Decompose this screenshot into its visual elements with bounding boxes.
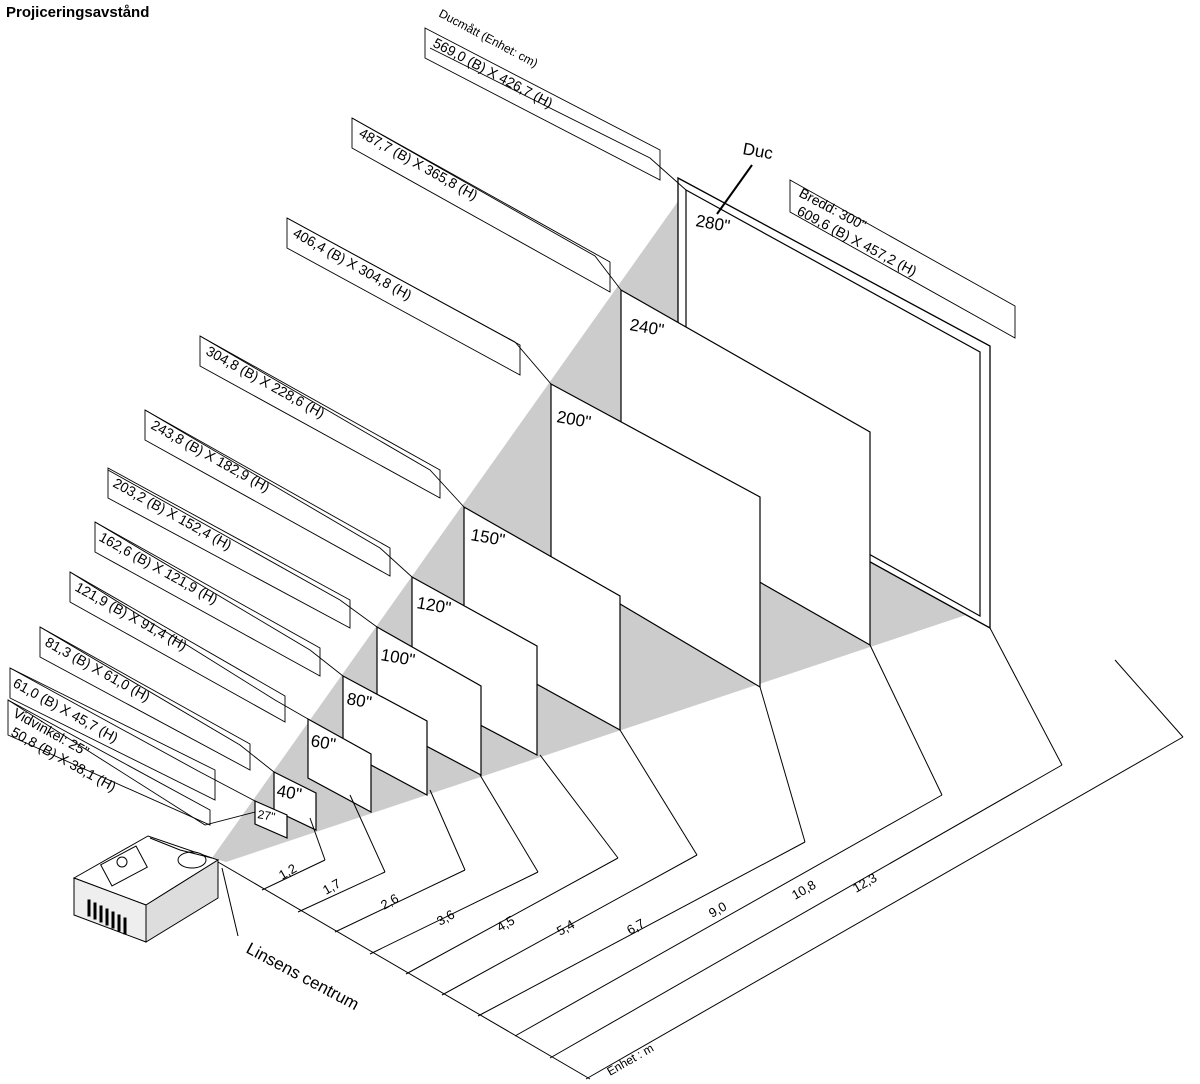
screen-40	[273, 771, 317, 831]
lens-center-pointer	[221, 867, 239, 937]
distance-3.6: 3,6	[434, 907, 457, 929]
distance-5.4: 5,4	[554, 917, 577, 939]
leader-lines	[7, 47, 687, 826]
screen-label: Duc	[741, 139, 775, 163]
size-40: 40"	[275, 781, 303, 804]
screen-100	[376, 625, 482, 776]
distance-10.8: 10,8	[789, 877, 818, 903]
dims-200: 304,8 (B) X 228,6 (H)	[204, 343, 328, 422]
dims-240: 406,4 (B) X 304,8 (H)	[291, 225, 415, 304]
dims-100: 162,6 (B) X 121,9 (H)	[97, 529, 221, 608]
projector-icon	[72, 835, 220, 943]
dims-150: 243,8 (B) X 182,9 (H)	[149, 417, 273, 496]
size-60: 60"	[309, 731, 337, 754]
size-80: 80"	[345, 689, 373, 712]
dims-60: 81,3 (B) X 61,0 (H)	[43, 634, 154, 705]
lens-center-label: Linsens centrum	[243, 939, 362, 1014]
distance-1.7: 1,7	[320, 876, 343, 898]
screen-27	[254, 800, 288, 839]
dims-80: 121,9 (B) X 91,4 (H)	[73, 579, 190, 654]
size-27: 27"	[256, 807, 276, 824]
screen-80	[342, 674, 428, 797]
distance-arrows	[217, 627, 1184, 1080]
screen-pointer	[716, 164, 753, 215]
page-title: Projiceringsavstånd	[6, 4, 150, 21]
distance-1.2: 1,2	[276, 861, 299, 883]
distance-unit-label: Enhet : m	[605, 1041, 656, 1079]
label-boxes	[7, 27, 1016, 826]
distance-4.5: 4,5	[494, 913, 517, 935]
screen-60	[307, 717, 372, 814]
distance-12.3: 12,3	[850, 870, 879, 896]
distance-6.7: 6,7	[624, 916, 647, 938]
dims-280: 487,7 (B) X 365,8 (H)	[357, 125, 481, 204]
